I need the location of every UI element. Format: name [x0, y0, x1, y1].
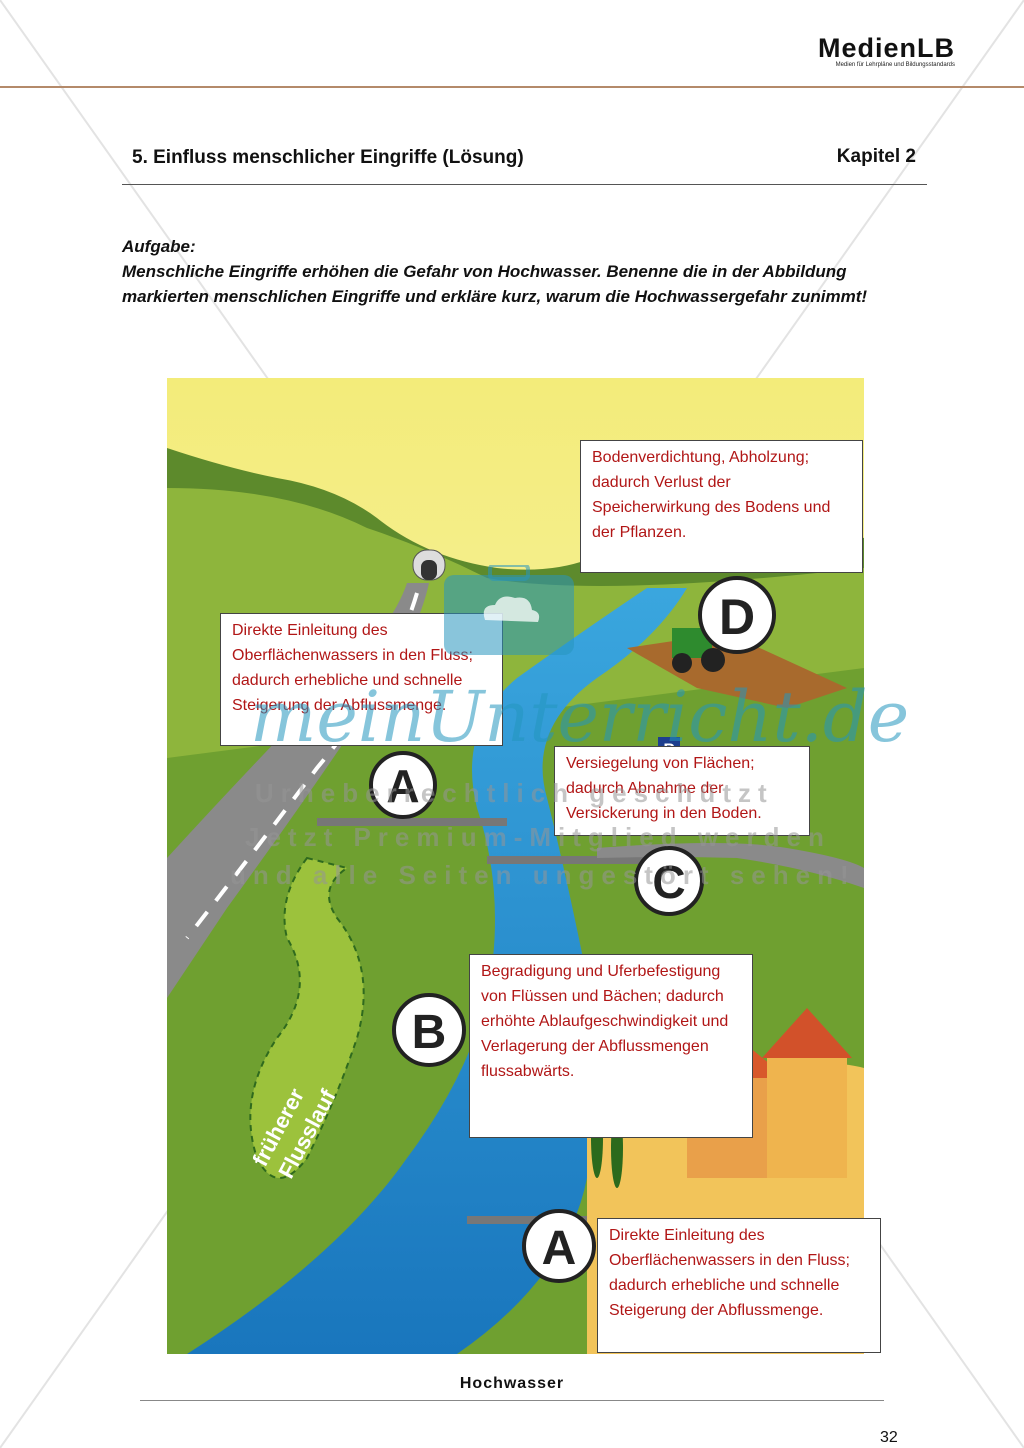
- callout-box-b: Begradigung und Uferbefestigung von Flüs…: [469, 954, 753, 1138]
- task-text: Menschliche Eingriffe erhöhen die Gefahr…: [122, 262, 868, 306]
- marker-d: D: [698, 576, 776, 654]
- svg-text:D: D: [719, 589, 755, 645]
- marker-a-top: A: [369, 751, 437, 819]
- callout-box-a-bottom: Direkte Einleitung des Oberflächenwasser…: [597, 1218, 881, 1353]
- marker-c: C: [634, 846, 704, 916]
- marker-b: B: [392, 993, 466, 1067]
- old-river-course: [249, 856, 365, 1179]
- road-markings: [185, 592, 419, 940]
- logo-text: MedienLB: [817, 33, 955, 63]
- task-label: Aufgabe:: [122, 237, 196, 256]
- marker-a-bottom: A: [522, 1209, 596, 1283]
- svg-text:C: C: [652, 856, 685, 908]
- tractor-wheel-large: [701, 648, 725, 672]
- callout-box-d: Bodenverdichtung, Abholzung; dadurch Ver…: [580, 440, 863, 573]
- watermark-line-3: und alle Seiten ungestört sehen!: [230, 860, 856, 890]
- briefcase-cloud-icon: [444, 565, 574, 655]
- footer-title: Hochwasser: [459, 1375, 565, 1392]
- callout-box-c: Versiegelung von Flächen; dadurch Abnahm…: [554, 746, 810, 836]
- page-title: 5. Einfluss menschlicher Eingriffe (Lösu…: [132, 147, 524, 168]
- watermark-brand: meinUnterricht.de: [250, 676, 910, 758]
- church-roof: [762, 1008, 852, 1058]
- header-rule: [0, 86, 1024, 88]
- svg-text:A: A: [542, 1222, 577, 1275]
- medienlb-logo: MedienLB Medien für Lehrpläne und Bildun…: [795, 34, 955, 69]
- title-rule: [122, 184, 927, 185]
- watermark-line-2: Jetzt Premium-Mitglied werden: [245, 822, 831, 852]
- watermark-line-1: Urheberrechtlich geschützt: [255, 778, 774, 808]
- flood-illustration: P früherer Flusslauf A B C D A Bodenverd…: [167, 378, 881, 1354]
- svg-text:B: B: [412, 1006, 447, 1059]
- bridge-c: [487, 856, 677, 864]
- chapter-label: Kapitel 2: [836, 146, 916, 167]
- logo-subtitle: Medien für Lehrpläne und Bildungsstandar…: [835, 62, 955, 68]
- bridge-a: [317, 818, 507, 826]
- footer-rule: [140, 1400, 884, 1401]
- river: [187, 588, 687, 1354]
- task-block: Aufgabe: Menschliche Eingriffe erhöhen d…: [122, 234, 912, 309]
- page-number: 32: [880, 1429, 898, 1446]
- tractor-wheel: [672, 653, 692, 673]
- tunnel-opening: [421, 560, 437, 580]
- svg-text:A: A: [386, 760, 419, 812]
- church: [767, 1058, 847, 1178]
